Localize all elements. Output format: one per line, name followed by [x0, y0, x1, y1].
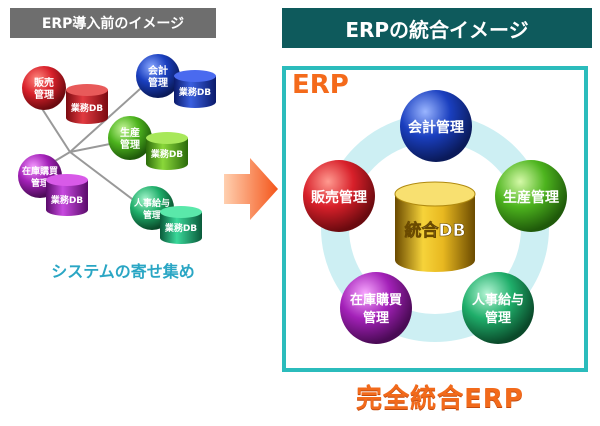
- svg-text:統合DB: 統合DB: [404, 220, 465, 241]
- svg-text:管理: 管理: [31, 177, 49, 189]
- svg-text:管理: 管理: [363, 310, 389, 326]
- left-sales-module: 販売 管理 業務DB: [22, 66, 108, 124]
- scattered-systems-caption: システムの寄せ集め: [51, 262, 195, 281]
- accounting-module: 会計管理: [400, 90, 472, 162]
- production-module: 生産管理: [495, 160, 567, 232]
- full-integration-caption: 完全統合ERP: [356, 384, 524, 414]
- svg-text:業務DB: 業務DB: [70, 102, 103, 114]
- svg-text:業務DB: 業務DB: [164, 222, 197, 234]
- svg-text:管理: 管理: [120, 138, 140, 151]
- left-accounting-db: 業務DB: [174, 70, 216, 108]
- integrated-erp-diagram: 統合DB 会計管理 販売管理 生産管理 在庫購買 管理 人事給与 管理: [303, 90, 567, 344]
- svg-text:在庫購買: 在庫購買: [22, 165, 58, 177]
- left-hr-db: 業務DB: [160, 206, 202, 244]
- svg-text:管理: 管理: [143, 209, 161, 221]
- connector-lines: [29, 79, 151, 206]
- left-production-db: 業務DB: [146, 132, 188, 170]
- svg-text:人事給与: 人事給与: [472, 292, 524, 308]
- left-sales-db: 業務DB: [66, 84, 108, 124]
- svg-text:業務DB: 業務DB: [178, 86, 211, 98]
- central-integrated-db: 統合DB: [394, 181, 476, 272]
- hr-module: 人事給与 管理: [462, 272, 534, 344]
- scattered-systems-diagram: 販売 管理 業務DB 会計 管理 業務DB 生産 管理 業務DB: [18, 54, 216, 244]
- before-erp-header: ERP導入前のイメージ: [10, 8, 216, 38]
- arrow-right-icon: [224, 158, 278, 220]
- sales-module: 販売管理: [303, 160, 375, 232]
- left-inventory-db: 業務DB: [46, 174, 88, 216]
- svg-text:生産: 生産: [120, 126, 140, 139]
- svg-text:販売管理: 販売管理: [311, 189, 367, 206]
- svg-text:会計: 会計: [148, 64, 168, 77]
- svg-text:人事給与: 人事給与: [133, 197, 170, 209]
- svg-text:在庫購買: 在庫購買: [350, 292, 402, 308]
- svg-text:管理: 管理: [148, 76, 168, 89]
- svg-text:業務DB: 業務DB: [50, 194, 83, 206]
- erp-label: ERP: [292, 70, 349, 100]
- left-production-module: 生産 管理 業務DB: [108, 116, 188, 170]
- left-hr-module: 人事給与 管理 業務DB: [130, 186, 202, 244]
- left-accounting-module: 会計 管理 業務DB: [136, 54, 216, 108]
- svg-text:生産管理: 生産管理: [503, 189, 559, 206]
- svg-text:業務DB: 業務DB: [150, 148, 183, 160]
- inventory-module: 在庫購買 管理: [340, 272, 412, 344]
- svg-text:管理: 管理: [485, 310, 511, 326]
- svg-text:管理: 管理: [34, 88, 54, 101]
- left-inventory-module: 在庫購買 管理 業務DB: [18, 154, 88, 216]
- erp-integration-header: ERPの統合イメージ: [282, 8, 592, 48]
- svg-text:会計管理: 会計管理: [408, 119, 464, 136]
- svg-text:販売: 販売: [34, 76, 54, 89]
